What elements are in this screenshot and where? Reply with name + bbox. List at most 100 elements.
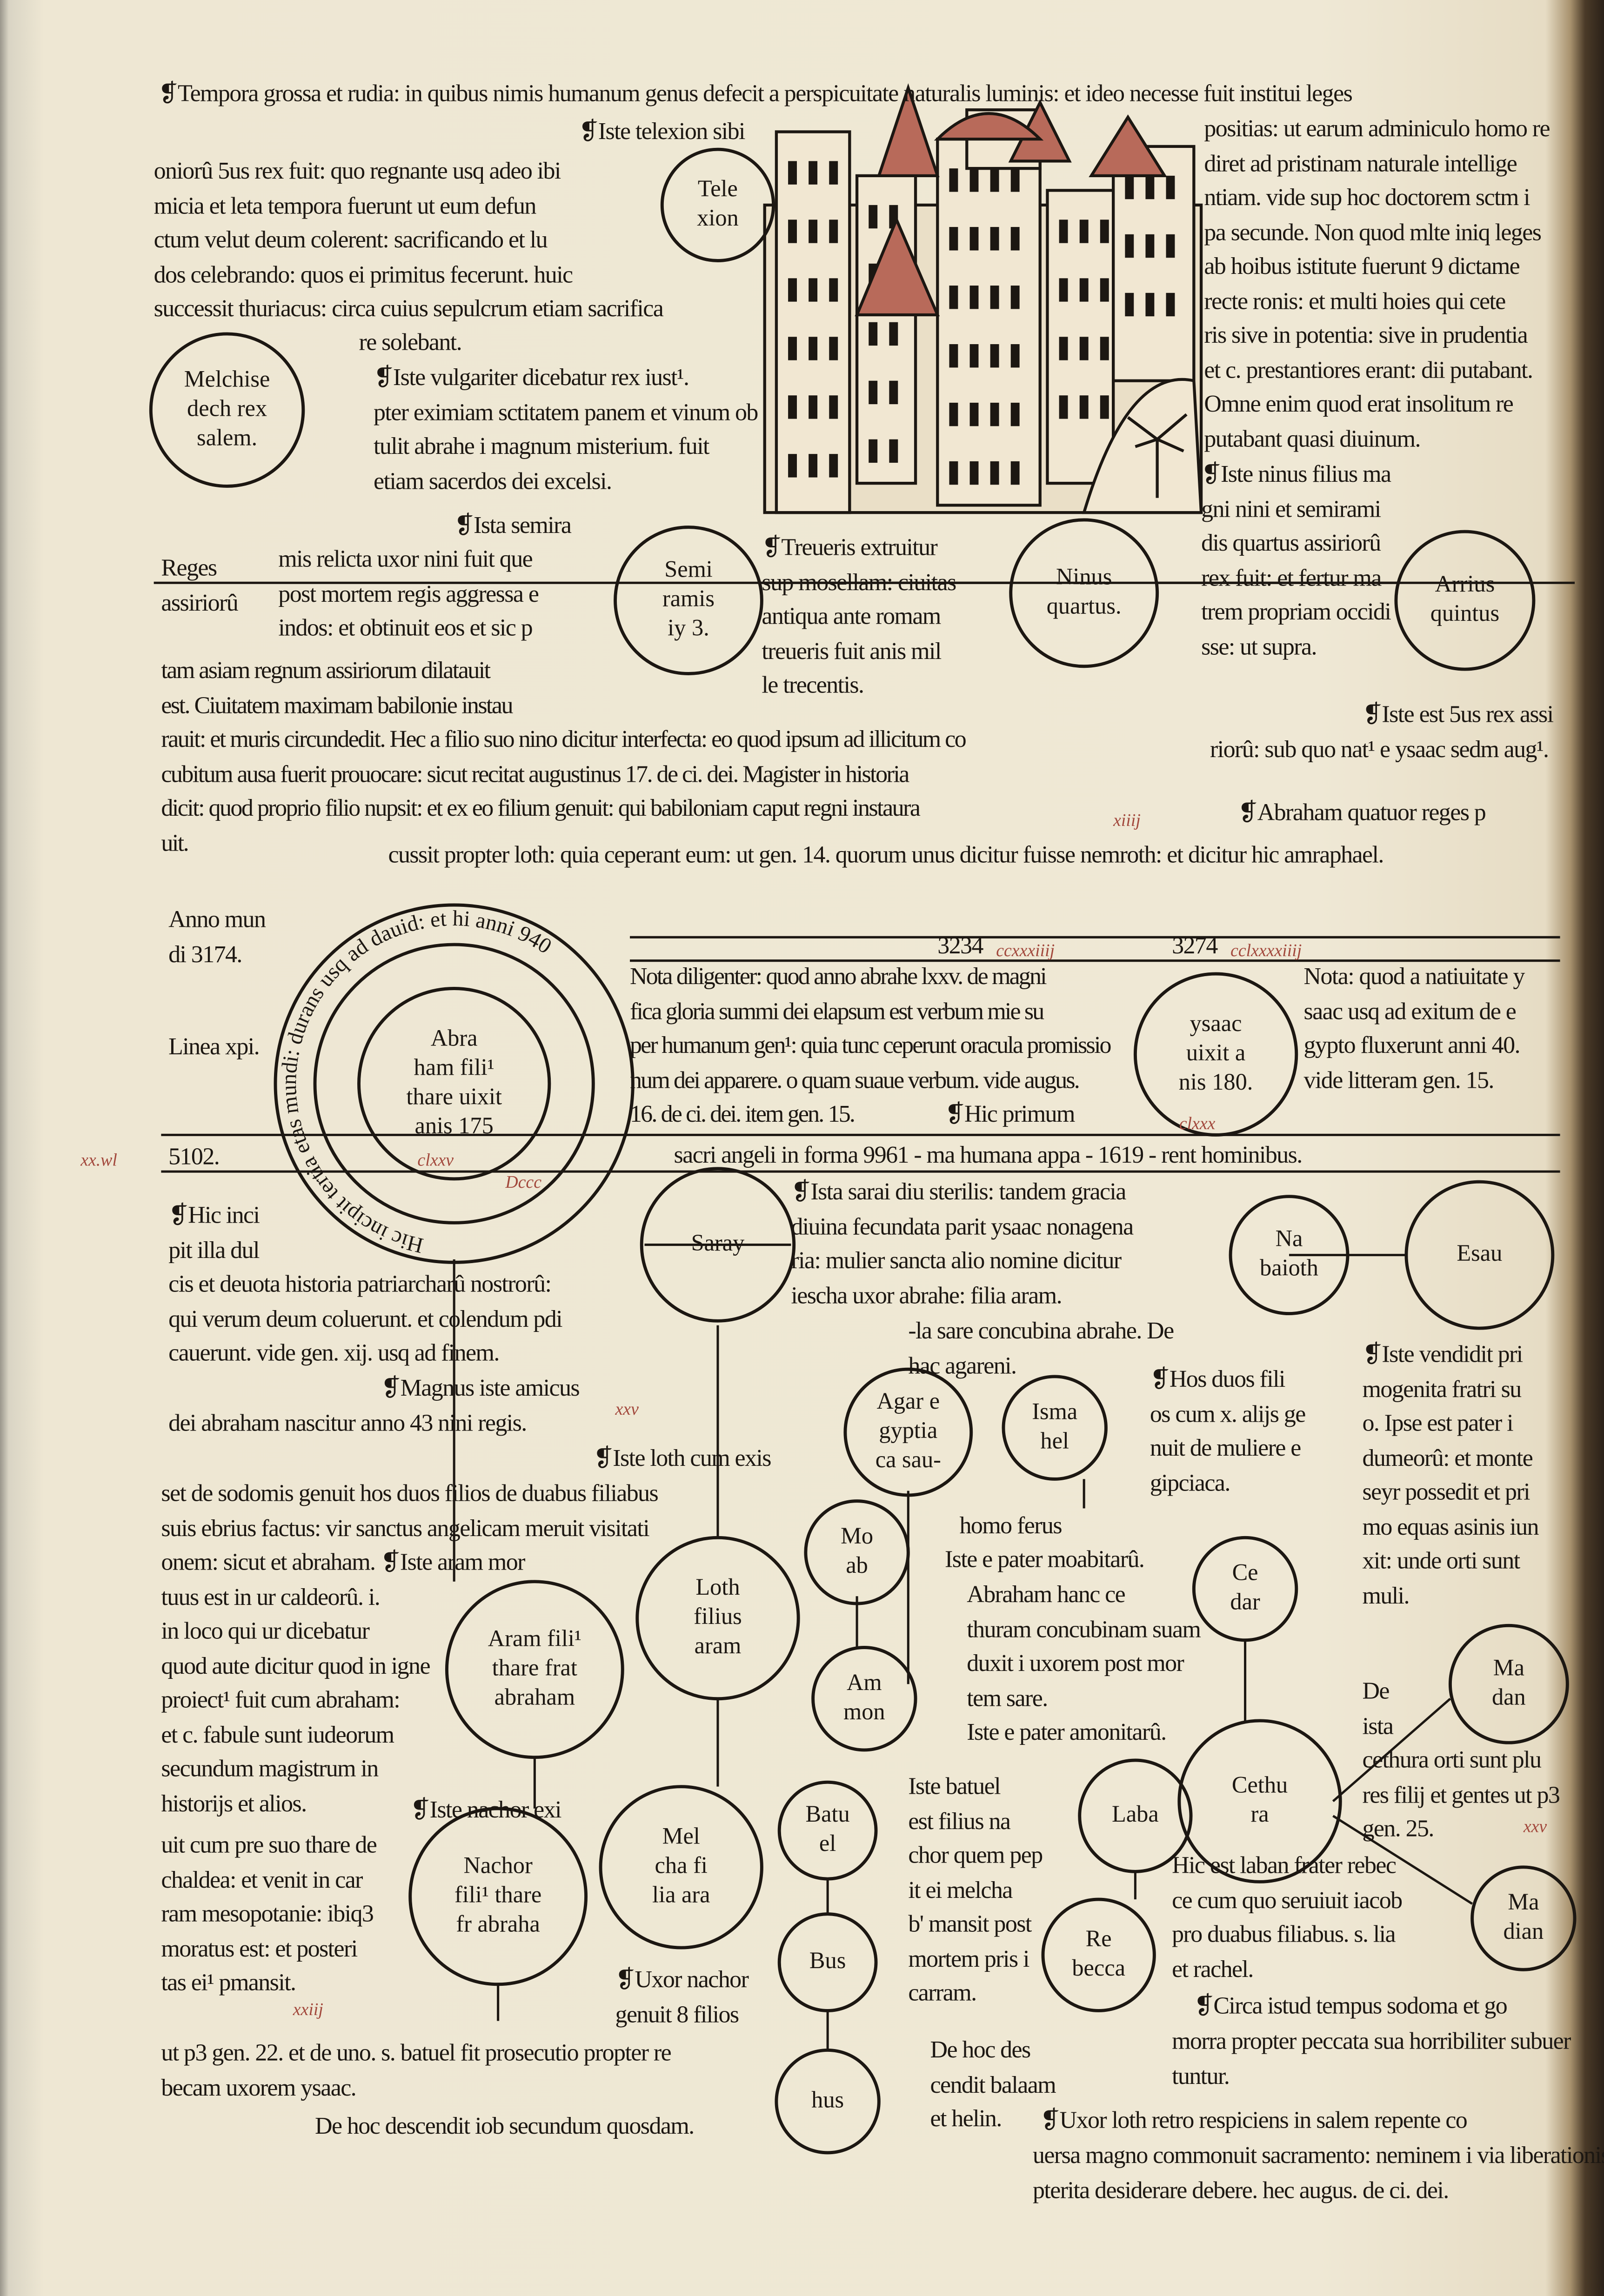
text-line: xit: unde orti sunt [1362, 1546, 1520, 1575]
text-line: cussit propter loth: quia ceperant eum: … [388, 840, 1384, 869]
text-line: dos celebrando: quos ei primitus fecerun… [154, 260, 574, 288]
text-line: ❡Hic inci [168, 1201, 260, 1229]
text-line: Abraham hanc ce [967, 1580, 1125, 1608]
moab-circle [804, 1499, 910, 1605]
ysaac-circle [1133, 972, 1298, 1137]
text-line: ❡Iste vendidit pri [1362, 1340, 1523, 1368]
circle-label-line: Tele [697, 177, 738, 202]
text-line: dicit: quod proprio filio nupsit: et ex … [161, 793, 921, 822]
text-line: putabant quasi diuinum. [1204, 424, 1421, 452]
circle-label-line: Ce [1232, 1561, 1258, 1586]
circle-label-line: Semi [664, 558, 713, 583]
text-line: fica gloria summi dei elapsum est verbum… [630, 996, 1044, 1025]
circle-label-line: Ma [1508, 1890, 1539, 1916]
woodcut-shape [1166, 293, 1175, 317]
circle-label-line: nis 180. [1178, 1070, 1253, 1096]
text-line: dumeorû: et monte [1362, 1443, 1533, 1471]
woodcut-shape [869, 439, 878, 463]
woodcut-shape [969, 227, 979, 251]
woodcut-shape [869, 380, 878, 405]
text-line: suis ebrius factus: vir sanctus angelica… [161, 1513, 649, 1542]
woodcut-shape [936, 137, 1042, 507]
esau-circle [1404, 1180, 1555, 1330]
text-line: uersa magno commonuit sacramento: nemine… [1032, 2141, 1604, 2169]
woodcut-shape [829, 220, 838, 243]
woodcut-shape [809, 161, 818, 185]
nachor-circle [408, 1807, 588, 1986]
text-line: rauit: et muris circundedit. Hec a filio… [161, 725, 966, 753]
text-line: res filij et gentes ut p3 [1362, 1780, 1560, 1808]
sodoma-text: ❡Circa istud tempus sodoma et go [1194, 1989, 1507, 2023]
rubric-numeral: xxv [1523, 1816, 1547, 1837]
woodcut-shape [1079, 220, 1089, 243]
woodcut-shape [788, 161, 797, 185]
text-line: saac usq ad exitum de e [1303, 996, 1517, 1025]
text-line: Iste e pater moabitarû. [945, 1545, 1145, 1573]
cethura-circle [1177, 1719, 1342, 1883]
circle-label-line: Mel [662, 1824, 700, 1850]
arrius-circle [1394, 530, 1536, 671]
year-3274: 3274 [1172, 928, 1218, 963]
agar-circle [843, 1367, 973, 1497]
text-line: 5102. [168, 1142, 220, 1170]
text-line: ce cum quo seruiuit iacob [1172, 1885, 1403, 1914]
text-line: ❡Hic primum [945, 1099, 1075, 1128]
circle-label-line: Mo [841, 1524, 874, 1550]
text-line: ris sive in potentia: sive in prudentia [1204, 320, 1528, 349]
circle-label-line: dian [1503, 1920, 1544, 1945]
abraham-reges: ❡Abraham quatuor reges p [1238, 795, 1486, 830]
woodcut-shape [855, 83, 1168, 317]
sodoma-text-b: morra propter peccata sua horribiliter s… [1172, 2024, 1571, 2093]
text-line: genuit 8 filios [615, 1999, 740, 2028]
text-line: uit cum pre suo thare de [161, 1830, 377, 1858]
semiramis-head: ❡Ista semira [454, 508, 572, 543]
text-line: chaldea: et venit in car [161, 1865, 363, 1893]
circle-label-line: lia ara [652, 1883, 710, 1909]
circle-label-line: fili¹ thare [454, 1883, 542, 1909]
text-line: ❡Circa istud tempus sodoma et go [1194, 1991, 1507, 2020]
text-line: secundum magistrum in [161, 1754, 379, 1783]
circle-label-line: xion [697, 206, 739, 232]
text-line: ntiam. vide sup hoc doctorem sctm i [1204, 183, 1530, 211]
text-line: ❡Treueris extruitur [762, 533, 937, 561]
circle-label-line: Agar e [876, 1390, 940, 1415]
uxor-loth: ❡Uxor loth retro respiciens in salem rep… [1040, 2103, 1468, 2137]
cedar-circle [1192, 1536, 1298, 1642]
circle-label-line: Ninus [1056, 565, 1112, 591]
rubric-numeral: clxxx [1179, 1113, 1216, 1134]
text-line: ❡Tempora grossa et rudia: in quibus nimi… [158, 79, 1353, 107]
woodcut-shape [829, 454, 838, 478]
rubric-numeral: clxxv [417, 1149, 454, 1170]
text-line: ut p3 gen. 22. et de uno. s. batuel fit … [161, 2038, 671, 2067]
woodcut-shape [869, 322, 878, 346]
woodcut-shape [1010, 344, 1020, 368]
woodcut-shape [788, 278, 797, 302]
rubric-numeral: ccxxxiiij [996, 940, 1055, 961]
circle-label-line: becca [1072, 1956, 1125, 1982]
circle-label-line: Re [1085, 1927, 1112, 1952]
text-line: sup mosellam: ciuitas [762, 567, 956, 596]
text-line: gypto fluxerunt anni 40. [1303, 1031, 1521, 1059]
text-line: est. Ciuitatem maximam babilonie instau [161, 690, 513, 719]
text-line: De hoc descendit iob secundum quosdam. [315, 2111, 695, 2140]
woodcut-shape [1125, 234, 1134, 258]
text-line: historijs et alios. [161, 1789, 307, 1817]
woodcut-shape [1125, 175, 1134, 200]
text-line: pa secunde. Non quod mlte iniq leges [1204, 217, 1542, 246]
rubric-numeral: cclxxxxiiij [1230, 940, 1302, 961]
text-line: et c. prestantiores erant: dii putabant. [1204, 355, 1533, 383]
text-line: indos: et obtinuit eos et sic p [278, 613, 533, 642]
text-line: et c. fabule sunt iudeorum [161, 1720, 394, 1748]
woodcut-shape [788, 220, 797, 243]
